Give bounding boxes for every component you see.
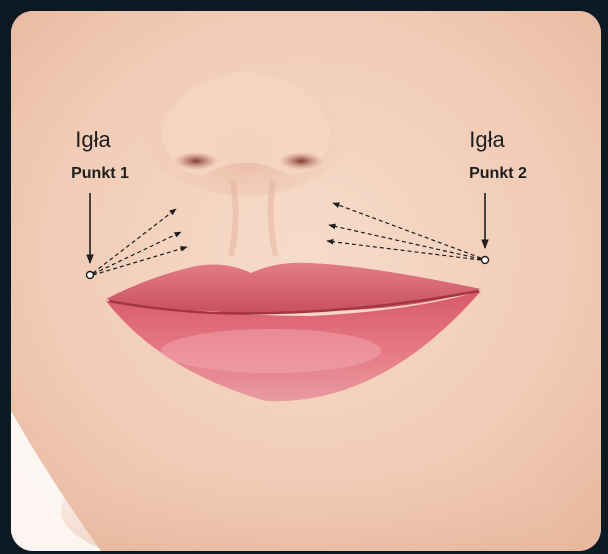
lower-lip-highlight <box>161 329 381 373</box>
point-label-2: Punkt 2 <box>453 166 543 182</box>
diagram-frame: Igła Punkt 1 Igła Punkt 2 <box>11 11 601 551</box>
left-nostril <box>174 152 218 170</box>
right-nostril <box>279 152 323 170</box>
needle-label-2: Igła <box>457 129 517 151</box>
needle-label-1: Igła <box>63 129 123 151</box>
point-label-1: Punkt 1 <box>55 166 145 182</box>
face-illustration <box>11 11 601 551</box>
injection-point-2-icon <box>482 257 489 264</box>
injection-point-1-icon <box>87 272 94 279</box>
